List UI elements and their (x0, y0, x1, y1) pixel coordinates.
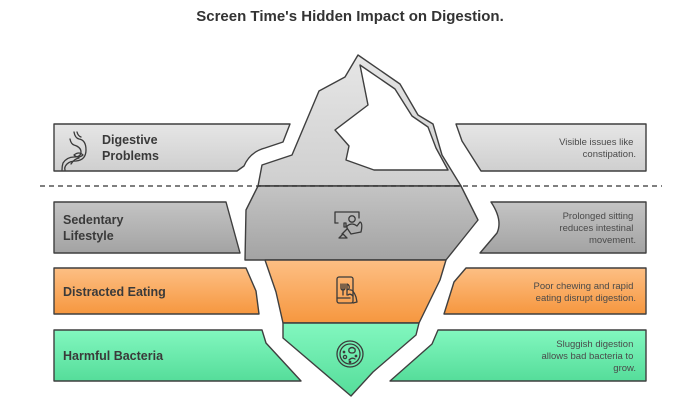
description-digestive-problems: Visible issues like constipation. (559, 137, 636, 160)
left-band-distracted-eating (53, 267, 260, 315)
left-band-sedentary-lifestyle (53, 201, 241, 254)
left-band-harmful-bacteria (53, 329, 302, 382)
label-sedentary-lifestyle: Sedentary Lifestyle (63, 213, 127, 243)
description-distracted-eating: Poor chewing and rapid eating disrupt di… (534, 281, 636, 304)
left-band-digestive-problems (53, 123, 291, 172)
description-sedentary-lifestyle: Prolonged sitting reduces intestinal mov… (559, 211, 636, 246)
right-band-sedentary-lifestyle (479, 201, 647, 254)
iceberg-layer-distracted (264, 259, 447, 324)
stomach-icon (61, 131, 87, 171)
label-digestive-problems: Digestive Problems (102, 133, 161, 163)
right-band-harmful-bacteria (389, 329, 647, 382)
phone-fork-knife-icon (336, 276, 358, 304)
iceberg-highlight (334, 64, 449, 171)
right-band-distracted-eating (443, 267, 647, 315)
bacteria-petri-dish-icon (336, 340, 364, 368)
description-harmful-bacteria: Sluggish digestion allows bad bacteria t… (541, 339, 636, 374)
label-distracted-eating: Distracted Eating (63, 285, 166, 299)
label-harmful-bacteria: Harmful Bacteria (63, 349, 164, 363)
person-sitting-screen-icon (334, 211, 363, 239)
iceberg-layer-bacteria (282, 322, 420, 397)
diagram-title: Screen Time's Hidden Impact on Digestion… (196, 8, 504, 25)
right-band-digestive-problems (455, 123, 647, 172)
